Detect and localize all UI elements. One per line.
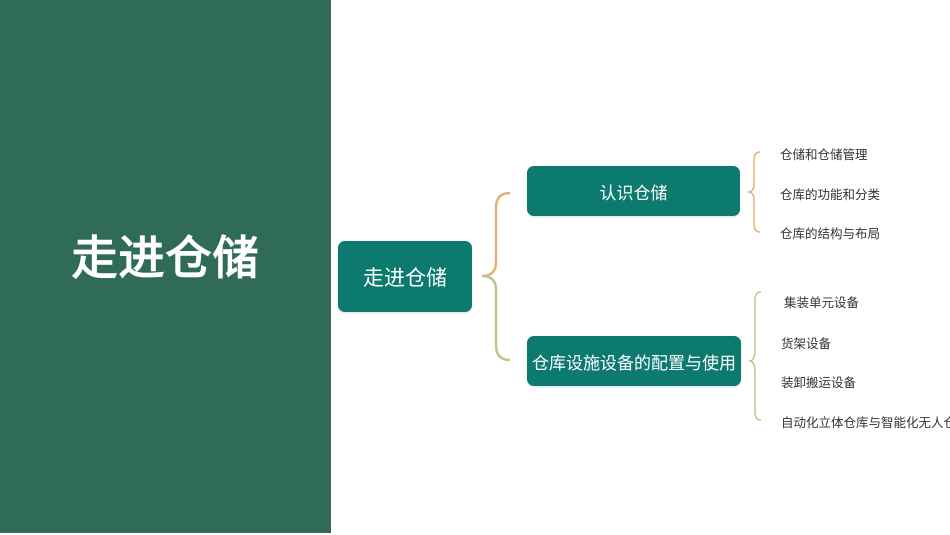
branch-node-2[interactable]: 仓库设施设备的配置与使用: [527, 336, 741, 386]
leaf-item: 自动化立体仓库与智能化无人仓: [781, 415, 950, 430]
leaf-item: 集装单元设备: [784, 295, 860, 310]
slide-title: 走进仓储: [71, 231, 260, 285]
root-brace-top: [481, 191, 511, 278]
leaf-item: 仓库的功能和分类: [780, 187, 881, 202]
root-node[interactable]: 走进仓储: [338, 241, 472, 312]
branch-node-1[interactable]: 认识仓储: [527, 166, 740, 216]
branch1-brace: [747, 151, 761, 233]
leaf-item: 货架设备: [781, 336, 832, 351]
leaf-item: 仓库的结构与布局: [780, 226, 881, 241]
title-panel: 走进仓储: [0, 0, 331, 533]
branch2-brace: [748, 291, 762, 421]
leaf-item: 仓储和仓储管理: [780, 147, 868, 162]
leaf-item: 装卸搬运设备: [781, 375, 857, 390]
root-brace-bottom: [481, 274, 511, 362]
